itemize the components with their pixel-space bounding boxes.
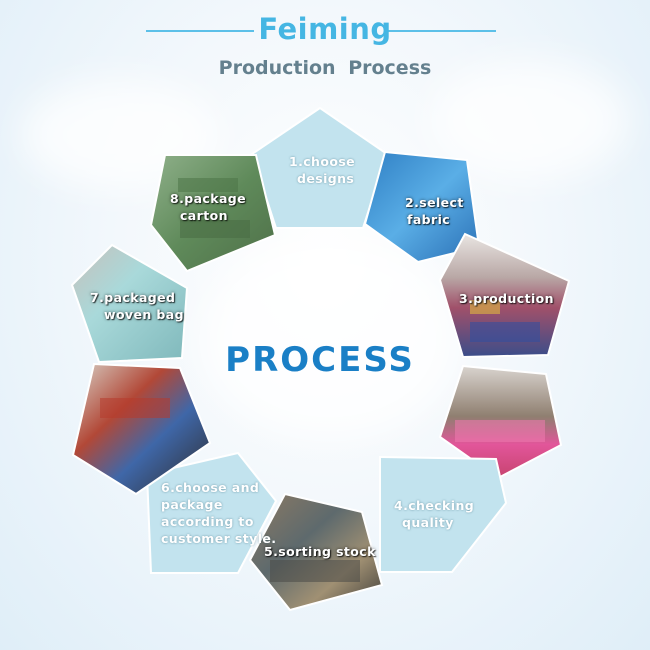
step-label-line: designs [297,171,355,186]
step-label: 2.select fabric [405,194,464,228]
step-label-line: quality [402,515,454,530]
step-label-line: carton [180,208,228,223]
step-label: 6.choose and package according to customer … [161,479,276,547]
step-label-line: 6.choose and [161,480,260,495]
step-label: 4.checking quality [394,497,474,531]
pink-fabric-shade [455,420,545,442]
step-label: 3.production [459,290,554,307]
step-label-line: 5.sorting stock [264,544,376,559]
step-label-line: 1.choose [289,154,356,169]
step-label-line: 8.package [170,191,247,206]
step-label: 5.sorting stock [264,543,376,560]
center-title: PROCESS [225,340,415,380]
fabric-bundle-shade [470,300,500,314]
shelf-shade [100,398,170,418]
carton-stack-shade [180,220,250,238]
step-label: 1.choose designs [289,153,355,187]
step-label-line: 7.packaged [90,290,176,305]
step-label: 7.packaged woven bag [90,289,184,323]
header-line-left [146,30,254,32]
step-7-woven-bag [70,243,189,364]
carton-stack-shade [178,178,238,192]
step-6-choose-package [145,451,278,574]
step-label-line: according to [161,514,254,529]
step-label-line: 3.production [459,291,554,306]
step-label-line: fabric [407,212,451,227]
page-title: Feiming [258,12,392,46]
step-label-line: 2.select [405,195,464,210]
page-subtitle: Production Process [218,57,432,79]
step-label-line: 4.checking [394,498,475,513]
background-cloud [200,240,460,440]
step-1-choose-designs [250,106,389,229]
step-label-line: package [161,497,223,512]
step-2-select-fabric [363,150,481,264]
stock-shade [270,560,360,582]
step-label-line: customer style. [161,531,277,546]
photo-shelf-stock [71,362,212,496]
step-label-line: woven bag [104,307,184,322]
step-4-checking-quality [379,455,508,573]
step-label: 8.package carton [170,190,246,224]
header-line-right [388,30,496,32]
fabric-bundle-shade [470,322,540,342]
